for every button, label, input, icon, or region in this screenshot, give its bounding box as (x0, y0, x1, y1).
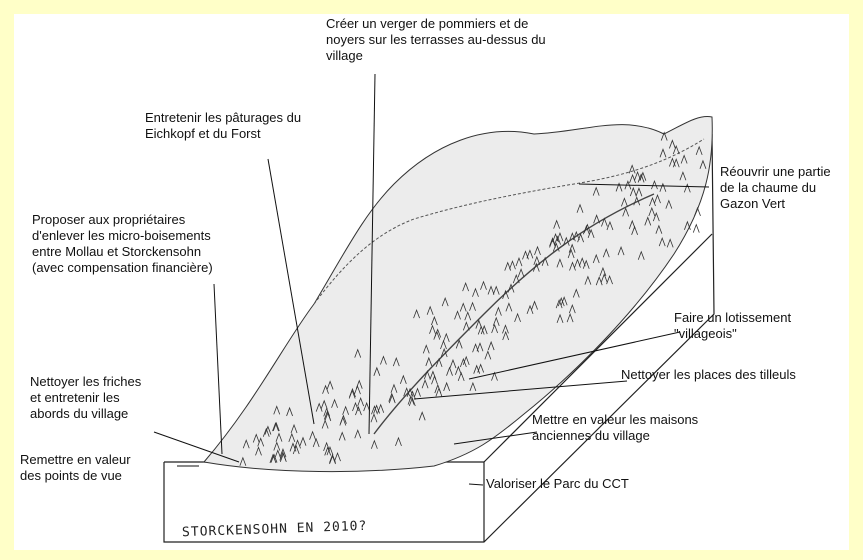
annotation-lotissement: Faire un lotissement "villageois" (674, 310, 791, 342)
annotation-maisons: Mettre en valeur les maisons anciennes d… (532, 412, 698, 444)
annotation-proprietaires: Proposer aux propriétaires d'enlever les… (32, 212, 213, 276)
annotation-verger: Créer un verger de pommiers et de noyers… (326, 16, 546, 64)
annotation-line: Réouvrir une partie (720, 164, 831, 180)
annotation-line: abords du village (30, 406, 141, 422)
annotation-parc: Valoriser le Parc du CCT (486, 476, 629, 492)
annotation-line: Faire un lotissement (674, 310, 791, 326)
annotation-paturages: Entretenir les pâturages du Eichkopf et … (145, 110, 301, 142)
annotation-line: Créer un verger de pommiers et de (326, 16, 546, 32)
landscape-sketch (14, 14, 849, 550)
annotation-line: Proposer aux propriétaires (32, 212, 213, 228)
annotation-tilleuls: Nettoyer les places des tilleuls (621, 367, 796, 383)
annotation-line: Entretenir les pâturages du (145, 110, 301, 126)
annotation-friches: Nettoyer les friches et entretenir les a… (30, 374, 141, 422)
annotation-line: village (326, 48, 546, 64)
annotation-line: "villageois" (674, 326, 791, 342)
annotation-line: Nettoyer les friches (30, 374, 141, 390)
annotation-points-vue: Remettre en valeur des points de vue (20, 452, 131, 484)
tree-mark (693, 225, 699, 233)
annotation-line: noyers sur les terrasses au-dessus du (326, 32, 546, 48)
annotation-line: des points de vue (20, 468, 131, 484)
sketch-frame: Créer un verger de pommiers et de noyers… (14, 14, 849, 550)
annotation-line: anciennes du village (532, 428, 698, 444)
annotation-line: Eichkopf et du Forst (145, 126, 301, 142)
annotation-line: Mettre en valeur les maisons (532, 412, 698, 428)
annotation-line: (avec compensation financière) (32, 260, 213, 276)
annotation-line: de la chaume du (720, 180, 831, 196)
annotation-line: Valoriser le Parc du CCT (486, 476, 629, 492)
annotation-line: Remettre en valeur (20, 452, 131, 468)
annotation-chaume: Réouvrir une partie de la chaume du Gazo… (720, 164, 831, 212)
annotation-line: entre Mollau et Storckensohn (32, 244, 213, 260)
annotation-line: Nettoyer les places des tilleuls (621, 367, 796, 383)
annotation-line: et entretenir les (30, 390, 141, 406)
annotation-line: d'enlever les micro-boisements (32, 228, 213, 244)
annotation-line: Gazon Vert (720, 196, 831, 212)
